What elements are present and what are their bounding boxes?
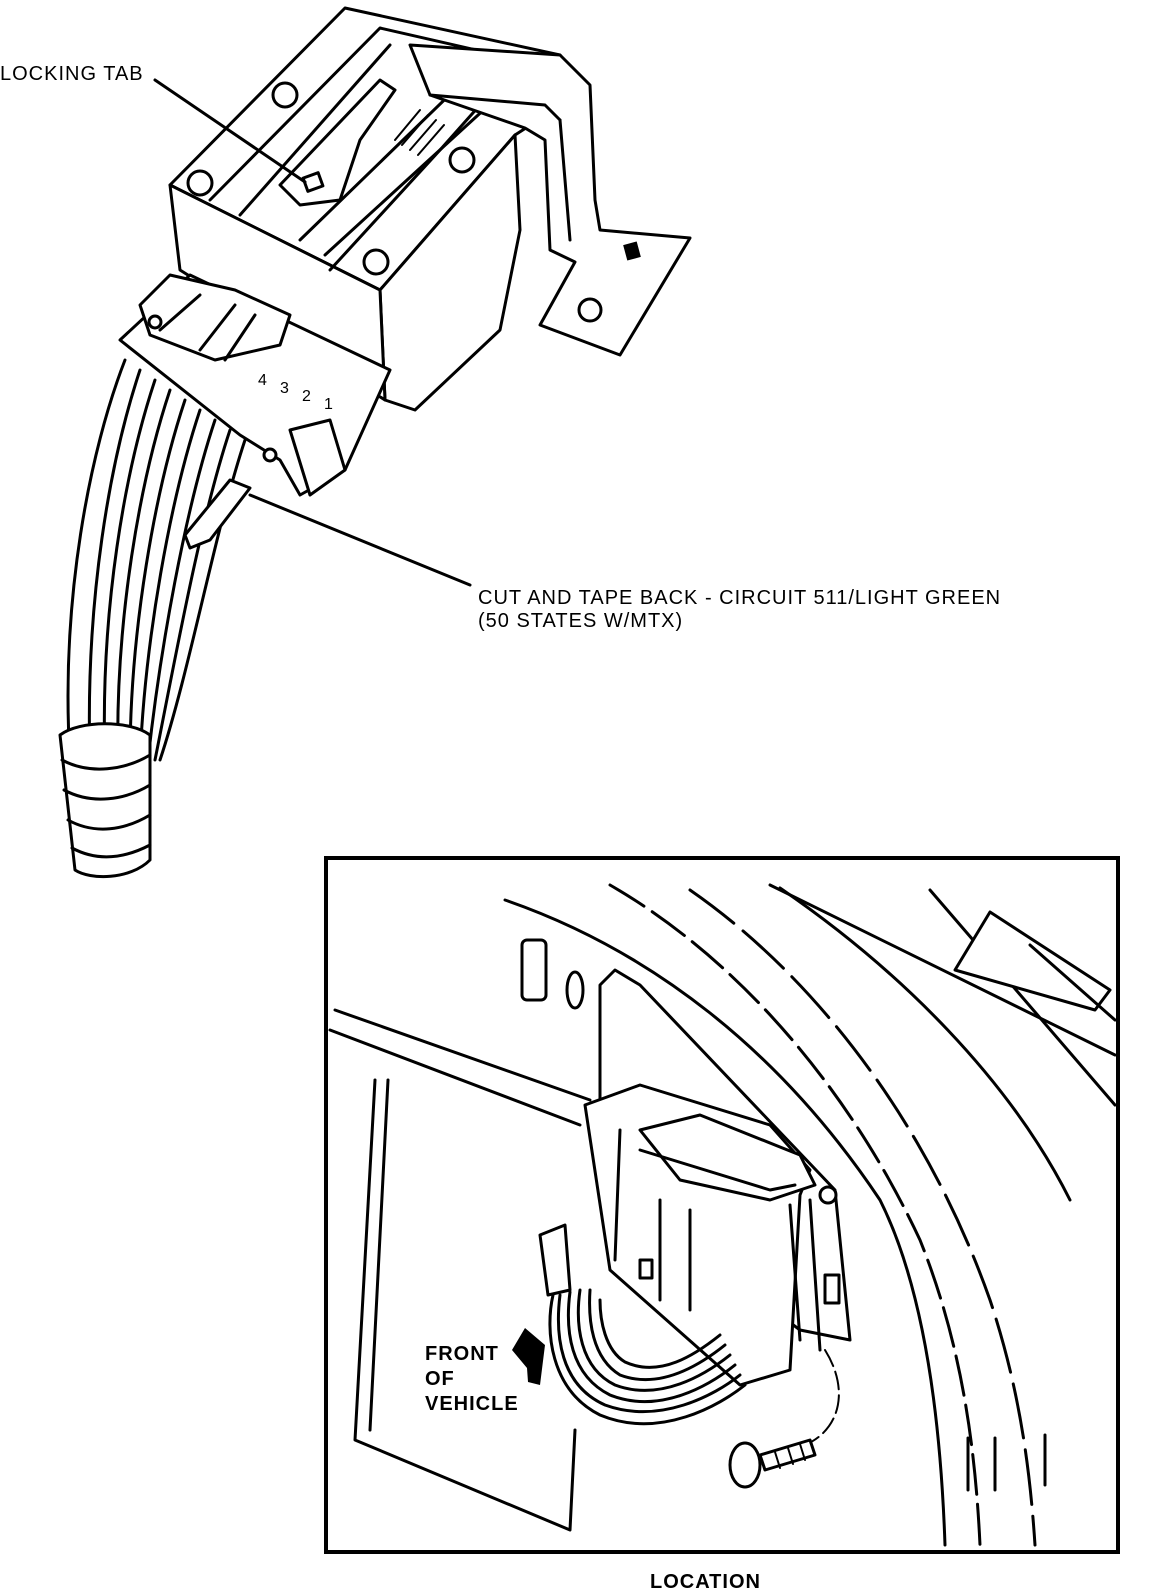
pin-number: 4 (258, 372, 267, 389)
pin-number: 1 (324, 396, 333, 413)
front-of-vehicle-line1: FRONT (425, 1343, 499, 1365)
front-arrow-icon (512, 1328, 545, 1385)
mounting-bracket (408, 43, 692, 357)
module-in-vehicle (583, 1083, 841, 1387)
locking-tab-label: LOCKING TAB (0, 63, 144, 85)
bracket-slot (623, 241, 641, 261)
front-of-vehicle-line2: OF (425, 1368, 455, 1390)
locking-tab (278, 78, 397, 207)
mounting-hole (186, 169, 214, 197)
mounting-screw (728, 1438, 817, 1489)
mounting-hole (362, 248, 390, 276)
location-caption: LOCATION (650, 1571, 761, 1592)
pin-number: 3 (280, 380, 289, 397)
leader-line-locking-tab (153, 78, 307, 184)
leader-line-cut-wire (248, 493, 472, 587)
electrical-connector: 4 3 2 1 (118, 273, 392, 497)
bracket-bolt-hole (577, 297, 603, 323)
connector-wires-in-vehicle (538, 1223, 840, 1446)
panel-opening (520, 938, 548, 1002)
cut-tape-label-line1: CUT AND TAPE BACK - CIRCUIT 511/LIGHT GR… (478, 587, 1001, 609)
wire-harness (58, 358, 252, 879)
cut-wire-511 (183, 478, 252, 550)
panel-opening (565, 970, 585, 1010)
mounting-hole (271, 81, 299, 109)
front-of-vehicle-line3: VEHICLE (425, 1393, 519, 1415)
pin-number: 2 (302, 388, 311, 405)
location-inset: FRONT OF VEHICLE (324, 856, 1120, 1554)
mounting-hole (448, 146, 476, 174)
cut-tape-label-line2: (50 STATES W/MTX) (478, 610, 683, 632)
